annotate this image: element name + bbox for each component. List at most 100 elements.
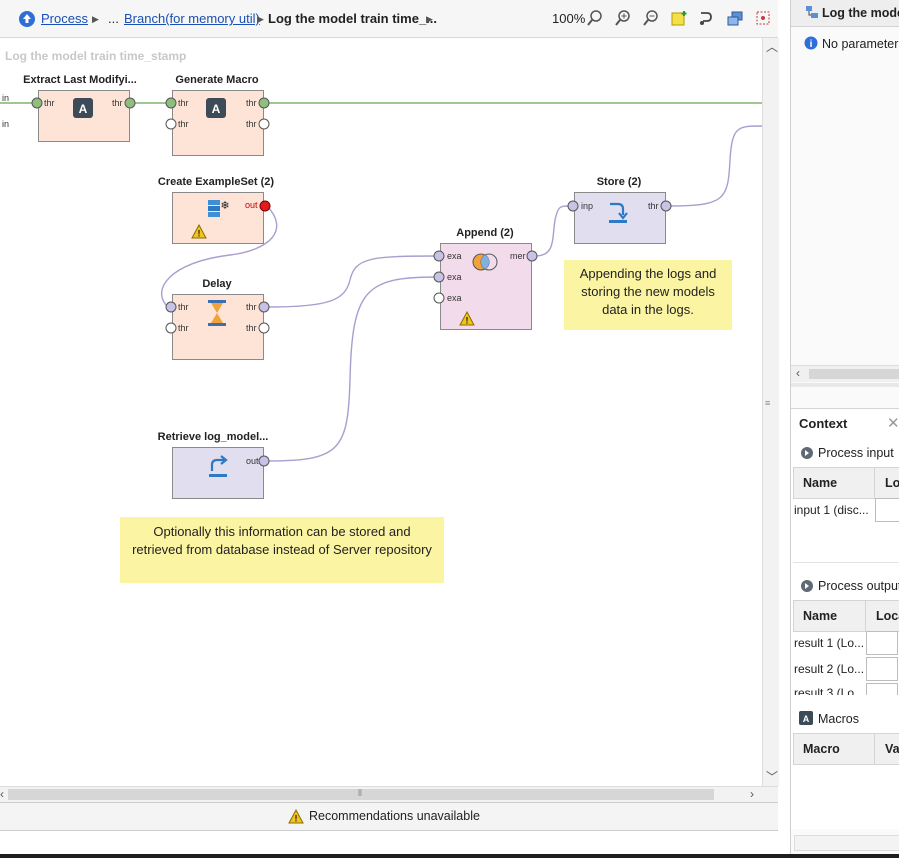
process-output-icon xyxy=(801,580,813,592)
output-port[interactable] xyxy=(258,118,270,130)
macro-name-header[interactable]: Macro xyxy=(793,733,875,765)
warning-icon: ! xyxy=(288,809,304,824)
input-port[interactable] xyxy=(31,97,43,109)
output-name-header[interactable]: Name xyxy=(793,600,866,632)
operator-retrieve[interactable] xyxy=(172,447,264,499)
input-port[interactable] xyxy=(433,292,445,304)
warning-icon[interactable]: ! xyxy=(459,311,475,326)
scroll-grip-icon[interactable]: ⦀ xyxy=(358,788,362,798)
output-port[interactable] xyxy=(258,97,270,109)
breadcrumb-current: Log the model train time_... xyxy=(268,11,438,26)
zoom-in-icon[interactable] xyxy=(615,10,631,26)
scroll-down-icon[interactable]: ﹀ xyxy=(766,770,779,784)
svg-text:A: A xyxy=(79,102,88,116)
output-port[interactable] xyxy=(660,200,672,212)
output-port[interactable] xyxy=(526,250,538,262)
output-port[interactable] xyxy=(258,322,270,334)
input-port[interactable] xyxy=(165,322,177,334)
canvas-horizontal-scrollbar[interactable]: ‹ ⦀ › xyxy=(0,786,778,803)
output-location-field[interactable] xyxy=(866,631,898,655)
output-row-name: result 1 (Lo... xyxy=(794,636,865,650)
add-note-icon[interactable] xyxy=(671,10,687,26)
connection-line xyxy=(267,255,437,308)
connections-layer xyxy=(0,102,762,462)
close-icon[interactable]: ✕ xyxy=(887,415,899,432)
output-row-name: result 2 (Lo... xyxy=(794,662,865,676)
breadcrumb-branch[interactable]: Branch(for memory util) xyxy=(124,11,260,26)
port-label: thr xyxy=(178,323,189,333)
process-canvas[interactable] xyxy=(0,38,762,786)
input-port[interactable] xyxy=(165,118,177,130)
fit-canvas-icon[interactable] xyxy=(755,10,771,26)
auto-wire-icon[interactable] xyxy=(699,10,715,26)
input-location-field[interactable] xyxy=(875,498,899,522)
canvas-vertical-scrollbar[interactable]: ︿ ≡ ﹀ xyxy=(762,38,779,786)
input-location-header[interactable]: Lo xyxy=(874,467,899,499)
connection-line xyxy=(667,125,762,207)
taskbar-edge xyxy=(0,854,899,858)
scroll-thumb[interactable] xyxy=(8,789,714,800)
panel-divider[interactable] xyxy=(791,383,899,387)
port-label: exa xyxy=(447,272,462,282)
output-port[interactable] xyxy=(258,455,270,467)
svg-text:!: ! xyxy=(198,229,201,239)
scroll-up-icon[interactable]: ︿ xyxy=(766,40,779,54)
input-port[interactable] xyxy=(165,301,177,313)
store-icon xyxy=(609,202,628,223)
note-line: data in the logs. xyxy=(602,302,694,317)
scroll-thumb[interactable] xyxy=(809,369,899,379)
process-input-port[interactable]: in xyxy=(2,119,10,129)
zoom-out-icon[interactable] xyxy=(643,10,659,26)
port-label: thr xyxy=(246,119,257,129)
output-port[interactable] xyxy=(259,200,271,212)
scroll-grip-icon[interactable]: ≡ xyxy=(765,398,771,408)
input-table-empty xyxy=(793,522,899,563)
operator-title: Create ExampleSet (2) xyxy=(157,176,275,188)
note-database-option[interactable]: Optionally this information can be store… xyxy=(120,517,444,583)
note-append-logs[interactable]: Appending the logs and storing the new m… xyxy=(564,260,732,330)
port-label: thr xyxy=(178,119,189,129)
output-location-field[interactable] xyxy=(866,657,898,681)
operator-store[interactable] xyxy=(574,192,666,244)
connection-line xyxy=(534,205,571,257)
macro-value-header[interactable]: Va xyxy=(874,733,899,765)
status-bar: ! Recommendations unavailable xyxy=(0,802,778,831)
port-label: thr xyxy=(178,98,189,108)
arrange-icon[interactable] xyxy=(727,10,743,26)
header-label: Va xyxy=(885,742,899,756)
breadcrumb-process[interactable]: Process xyxy=(41,11,88,26)
output-location-field[interactable] xyxy=(866,683,898,695)
port-label: out xyxy=(246,456,259,466)
right-panel: Log the mode i No parameter ‹ Context ✕ … xyxy=(790,0,899,858)
port-label: exa xyxy=(447,293,462,303)
operator-title: Retrieve log_model... xyxy=(157,431,269,443)
output-port[interactable] xyxy=(124,97,136,109)
port-label: inp xyxy=(581,201,594,211)
output-location-header[interactable]: Loca xyxy=(865,600,899,632)
extract-macro-icon: A xyxy=(73,98,93,118)
operator-title: Store (2) xyxy=(596,176,642,188)
input-port[interactable] xyxy=(567,200,579,212)
info-icon: i xyxy=(804,36,818,50)
port-label: thr xyxy=(178,302,189,312)
port-label: thr xyxy=(246,98,257,108)
header-label: Loca xyxy=(876,609,899,623)
input-name-header[interactable]: Name xyxy=(793,467,875,499)
process-input-port[interactable]: in xyxy=(2,93,10,103)
zoom-fit-icon[interactable] xyxy=(587,10,603,26)
input-port[interactable] xyxy=(165,97,177,109)
input-port[interactable] xyxy=(433,271,445,283)
scroll-left-icon[interactable]: ‹ xyxy=(796,366,800,380)
input-port[interactable] xyxy=(433,250,445,262)
context-title: Context xyxy=(799,416,848,431)
warning-icon[interactable]: ! xyxy=(191,224,207,239)
parameters-scrollbar[interactable]: ‹ xyxy=(791,365,899,382)
scroll-left-icon[interactable]: ‹ xyxy=(0,787,4,801)
port-label: thr xyxy=(246,323,257,333)
parameters-title: Log the mode xyxy=(822,6,899,20)
breadcrumb-ellipsis[interactable]: ... xyxy=(108,11,119,26)
scroll-right-icon[interactable]: › xyxy=(750,787,754,801)
output-port[interactable] xyxy=(258,301,270,313)
process-up-icon[interactable] xyxy=(18,10,36,28)
context-scrollbar[interactable] xyxy=(794,835,899,851)
